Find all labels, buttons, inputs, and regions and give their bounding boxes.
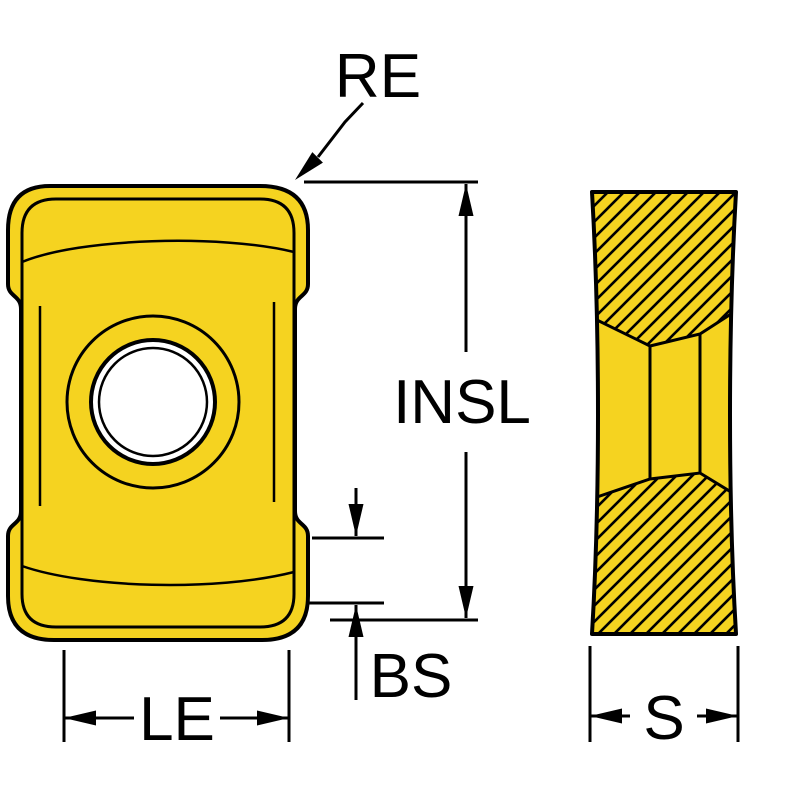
dim-insl: INSL [330, 184, 531, 622]
hole-boss-circle [65, 314, 241, 490]
le-arrow-left [64, 710, 96, 726]
bs-arrow-down [348, 504, 364, 536]
dim-s: S [588, 646, 740, 753]
insl-arrow-up [458, 184, 474, 216]
s-arrow-left [590, 708, 622, 724]
side-hatch-top [592, 192, 736, 346]
hole-bore-edge [97, 346, 209, 458]
dim-re: RE [289, 42, 478, 186]
hole-countersink-edge [89, 338, 217, 466]
re-arrow [289, 152, 323, 186]
front-top-land-line [21, 239, 295, 264]
insl-arrow-down [458, 586, 474, 618]
front-view [6, 184, 310, 642]
re-leader-line [316, 101, 365, 158]
label-re: RE [335, 42, 421, 111]
front-bottom-land-line [21, 564, 295, 587]
label-insl: INSL [393, 368, 531, 437]
le-arrow-right [257, 710, 289, 726]
s-arrow-right [706, 708, 738, 724]
label-le: LE [139, 685, 215, 754]
side-view [590, 190, 738, 636]
dim-le: LE [62, 650, 291, 754]
side-hatch-bottom [592, 473, 736, 634]
label-bs: BS [370, 642, 453, 711]
front-inner-edge [20, 197, 296, 629]
label-s: S [643, 684, 684, 753]
dim-bs: BS [306, 488, 452, 711]
